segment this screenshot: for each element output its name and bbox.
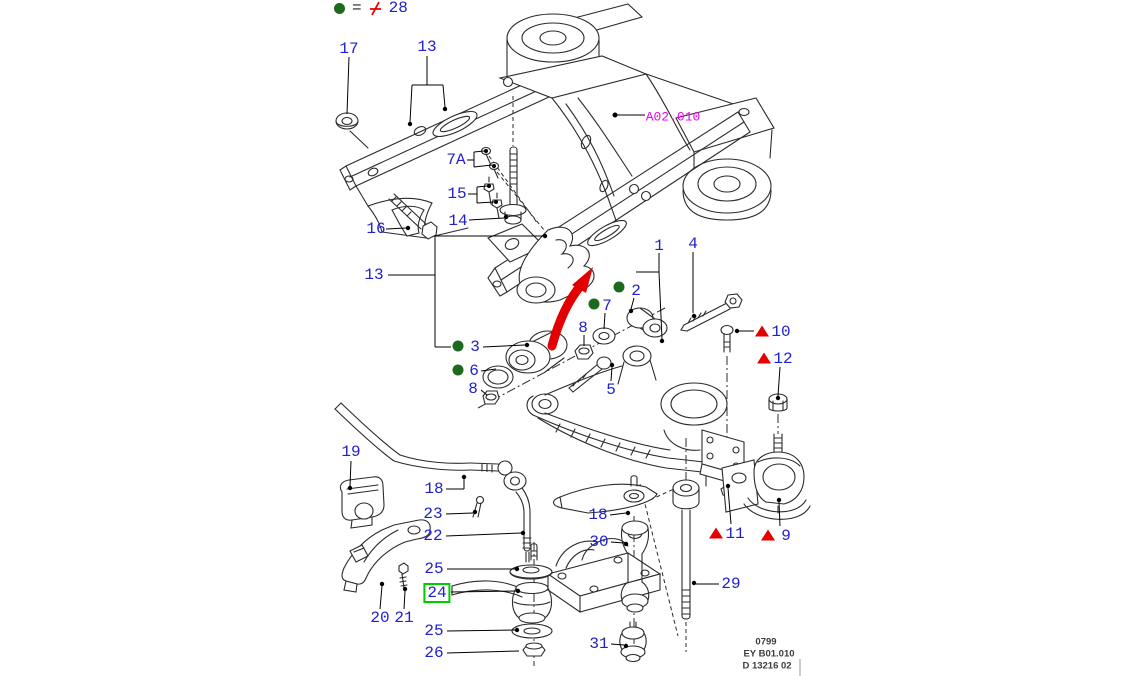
part-label-5: 5	[606, 381, 616, 399]
part-label-29: 29	[721, 575, 741, 593]
balljoint-group	[720, 324, 811, 520]
red-triangle-icon	[757, 352, 771, 364]
upper-fasteners	[335, 112, 527, 240]
part-label-3: 3	[470, 338, 480, 356]
red-triangle-icon	[761, 529, 775, 541]
part-label-8-upper: 8	[578, 319, 588, 337]
part-label-7: 7	[602, 297, 612, 315]
legend-part-number: 28	[388, 0, 408, 17]
part-label-17: 17	[339, 40, 359, 58]
green-dot-icon	[588, 298, 600, 310]
part-label-25-upper: 25	[424, 560, 444, 578]
part-label-21: 21	[394, 609, 414, 627]
red-triangle-icon	[755, 325, 769, 337]
legend: = 28	[334, 0, 408, 17]
part-label-20: 20	[370, 609, 390, 627]
part-label-11: 11	[725, 525, 745, 543]
part-label-7A: 7A	[446, 151, 466, 169]
cross-reference-label: A02.010	[645, 109, 701, 125]
part-label-19: 19	[341, 443, 361, 461]
legend-equals: =	[352, 0, 362, 17]
part-label-24: 24	[423, 583, 451, 603]
green-dot-icon	[452, 340, 464, 352]
drawing-id: D 13216 02	[742, 660, 792, 672]
part-label-13-left: 13	[364, 266, 384, 284]
part-label-14: 14	[448, 212, 468, 230]
part-label-9: 9	[781, 527, 791, 545]
lower-control-arm	[526, 345, 745, 489]
green-dot-icon	[452, 364, 464, 376]
part-label-31: 31	[589, 635, 609, 653]
stabilizer-mount-group	[451, 537, 662, 657]
part-label-18-left: 18	[424, 480, 444, 498]
part-label-15: 15	[447, 185, 467, 203]
red-triangle-icon	[709, 527, 723, 539]
part-label-10: 10	[771, 323, 791, 341]
drawing-date: 0799	[755, 636, 777, 648]
part-label-4: 4	[688, 235, 698, 253]
part-label-12: 12	[773, 350, 793, 368]
part-label-30: 30	[589, 533, 609, 551]
part-label-2: 2	[631, 282, 641, 300]
red-flow-arrow	[547, 267, 593, 351]
green-dot-icon	[334, 2, 345, 14]
not-equal-icon	[369, 1, 381, 15]
part-label-23: 23	[423, 505, 443, 523]
part-label-13-top: 13	[417, 38, 437, 56]
subframe-lower-rail	[487, 111, 751, 304]
part-label-1: 1	[654, 237, 664, 255]
green-dot-icon	[613, 281, 625, 293]
part-label-8-lower: 8	[468, 380, 478, 398]
part-label-26: 26	[424, 644, 444, 662]
part-label-22: 22	[423, 527, 443, 545]
part-label-16: 16	[366, 220, 386, 238]
part-label-6: 6	[469, 362, 479, 380]
part-label-25-lower: 25	[424, 622, 444, 640]
crossmember	[498, 3, 775, 227]
subframe-upper-rail	[339, 70, 563, 239]
leader-lines	[346, 56, 782, 654]
link-group	[552, 475, 700, 663]
drawing-sheet-code: EY B01.010	[743, 648, 795, 660]
part-label-18-right: 18	[588, 506, 608, 524]
